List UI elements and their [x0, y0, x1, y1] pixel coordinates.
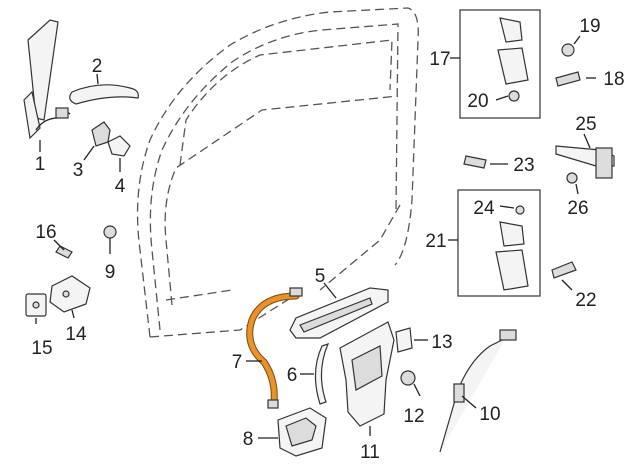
callout-5: 5	[315, 266, 326, 287]
part-14-hinge-plate	[49, 275, 91, 319]
part-26-bolt	[566, 172, 579, 195]
callout-14: 14	[65, 324, 87, 345]
part-22-bolt	[551, 261, 577, 291]
part-3-bracket	[83, 121, 111, 161]
part-21-hinge-group	[448, 189, 541, 297]
callout-16: 16	[35, 222, 56, 243]
callout-17: 17	[429, 49, 450, 70]
callout-6: 6	[287, 365, 298, 386]
callout-1: 1	[35, 154, 46, 175]
part-17-hinge-group	[450, 9, 541, 119]
part-19-nut	[561, 35, 581, 57]
callout-12: 12	[403, 406, 424, 427]
callout-22: 22	[575, 290, 596, 311]
part-4-clip	[107, 135, 131, 172]
part-5-inside-handle	[289, 282, 389, 339]
callout-26: 26	[567, 198, 588, 219]
part-7-release-cable	[246, 287, 303, 409]
callout-23: 23	[513, 155, 534, 176]
part-9-screw	[103, 225, 117, 254]
door-outline	[136, 7, 419, 338]
callout-10: 10	[479, 404, 500, 425]
callout-15: 15	[31, 338, 52, 359]
callout-11: 11	[360, 442, 380, 463]
callout-4: 4	[115, 176, 126, 197]
callout-25: 25	[575, 114, 596, 135]
part-13-clip	[395, 327, 428, 353]
callout-13: 13	[431, 332, 452, 353]
part-2-outside-handle	[69, 73, 139, 105]
callout-19: 19	[579, 16, 600, 37]
callout-20: 20	[467, 91, 488, 112]
part-15-pad	[25, 293, 47, 324]
part-25-check-strap	[555, 133, 615, 179]
callout-18: 18	[603, 69, 624, 90]
callout-2: 2	[92, 56, 103, 77]
part-18-bolt	[555, 71, 596, 87]
callout-3: 3	[73, 160, 84, 181]
part-10-cable	[439, 329, 517, 453]
part-16-screw	[53, 239, 73, 259]
part-11-latch-housing	[339, 321, 395, 436]
callout-21: 21	[425, 231, 446, 252]
callout-24: 24	[473, 198, 495, 219]
callout-7: 7	[232, 352, 243, 373]
part-12-bolt	[400, 370, 421, 397]
part-8-latch-actuator	[258, 407, 327, 457]
part-1-glass-channel	[23, 19, 71, 152]
callout-8: 8	[243, 429, 254, 450]
callout-9: 9	[105, 262, 116, 283]
part-23-bolt	[463, 155, 508, 169]
part-6-rod	[300, 343, 330, 405]
